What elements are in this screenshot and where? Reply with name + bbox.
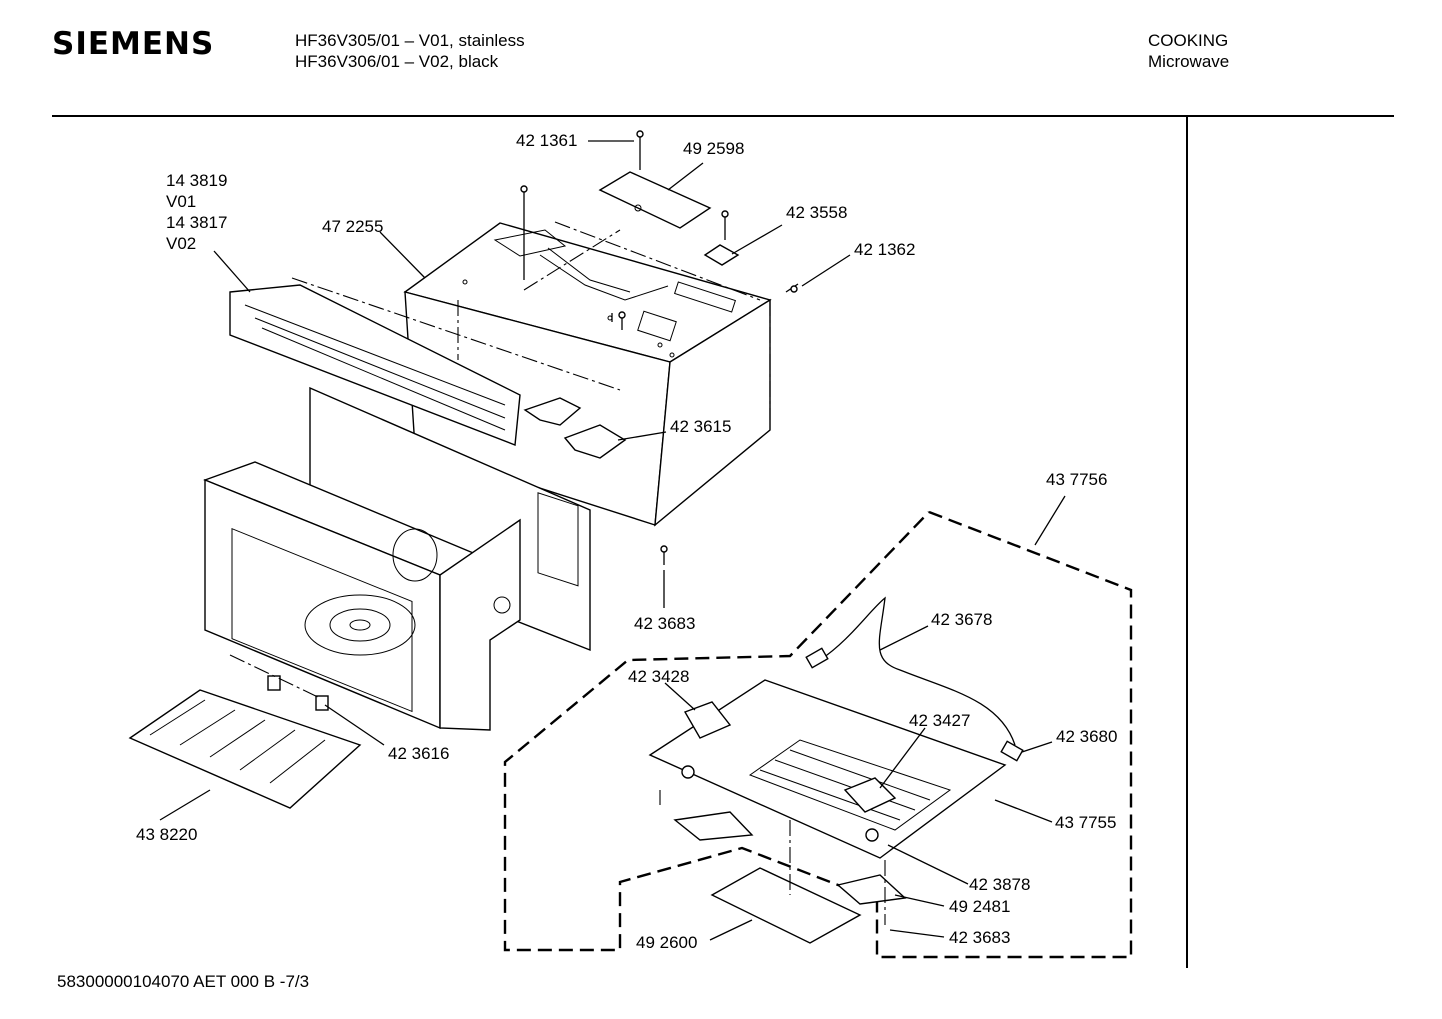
label-423683b: 42 3683 xyxy=(949,928,1010,947)
assembly-lines xyxy=(229,221,886,925)
label-423683a: 42 3683 xyxy=(634,614,695,633)
mounting-brackets xyxy=(523,397,627,459)
label-421362: 42 1362 xyxy=(854,240,915,259)
model-line-1: HF36V305/01 – V01, stainless xyxy=(295,31,525,50)
part-labels: 42 1361 49 2598 14 3819 V01 14 3817 V02 … xyxy=(136,131,1117,952)
wire-harness xyxy=(805,596,1024,762)
label-437755: 43 7755 xyxy=(1055,813,1116,832)
label-437756: 43 7756 xyxy=(1046,470,1107,489)
label-423428: 42 3428 xyxy=(628,667,689,686)
brand-logo: SIEMENS xyxy=(52,26,215,62)
label-421361: 42 1361 xyxy=(516,131,577,150)
document-reference: 58300000104070 AET 000 B -7/3 xyxy=(57,972,310,991)
label-143817: 14 3817 xyxy=(166,213,227,232)
label-143819: 14 3819 xyxy=(166,171,227,190)
label-472255: 47 2255 xyxy=(322,217,383,236)
lower-panel xyxy=(648,679,1007,944)
side-divider xyxy=(1186,116,1188,968)
label-423558: 42 3558 xyxy=(786,203,847,222)
vent-trim xyxy=(229,284,521,446)
label-438220: 43 8220 xyxy=(136,825,197,844)
label-423878: 42 3878 xyxy=(969,875,1030,894)
label-492481: 49 2481 xyxy=(949,897,1010,916)
category-label: COOKING xyxy=(1148,31,1229,50)
label-423616: 42 3616 xyxy=(388,744,449,763)
subassembly-boundary xyxy=(503,510,1133,959)
label-492598: 49 2598 xyxy=(683,139,744,158)
label-423678: 42 3678 xyxy=(931,610,992,629)
category-block: COOKING Microwave xyxy=(1148,30,1229,72)
model-list: HF36V305/01 – V01, stainless HF36V306/01… xyxy=(295,30,525,72)
screws xyxy=(520,130,799,565)
clip xyxy=(703,244,740,266)
label-v01: V01 xyxy=(166,192,196,211)
latch-parts xyxy=(267,675,329,711)
label-492600: 49 2600 xyxy=(636,933,697,952)
leader-lines xyxy=(159,140,1066,941)
subcategory-label: Microwave xyxy=(1148,52,1230,71)
label-v02: V02 xyxy=(166,234,196,253)
label-423427: 42 3427 xyxy=(909,711,970,730)
oven-rack xyxy=(128,689,362,809)
oven-cavity xyxy=(203,386,591,731)
top-plate xyxy=(598,171,712,229)
label-423615: 42 3615 xyxy=(670,417,731,436)
model-line-2: HF36V306/01 – V02, black xyxy=(295,52,499,71)
label-423680: 42 3680 xyxy=(1056,727,1117,746)
header-divider xyxy=(52,115,1394,117)
